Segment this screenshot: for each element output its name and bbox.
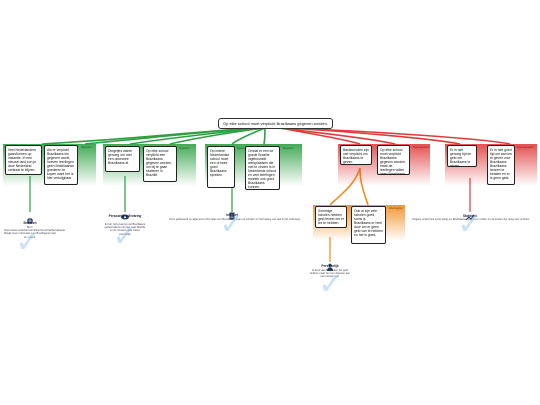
globe-icon[interactable]	[25, 212, 35, 224]
argument-text: Ook al zijn vele scholen goed, soms is B…	[354, 208, 383, 238]
pro-argument-node[interactable]: Als er verplicht Braziliaans les gegeven…	[44, 145, 78, 185]
argument-text: Dingetjes waren genoeg om met een doorsn…	[108, 148, 133, 165]
source-note: Volgens onderzoek is het lastig om Brazi…	[412, 218, 530, 221]
argument-text: Op elke school verplicht een Braziliaans…	[146, 148, 173, 178]
pro-argument-node[interactable]: Dingetjes waren genoeg om met een doorsn…	[105, 146, 140, 172]
rebuttal-node[interactable]: Ook al zijn vele scholen goed, soms is B…	[351, 206, 386, 244]
argument-text: Als er verplicht Braziliaans les gegeven…	[47, 147, 74, 181]
document-icon[interactable]	[228, 207, 236, 220]
central-claim[interactable]: Op elke school moet verplicht Braziliaan…	[218, 118, 333, 129]
eye-icon[interactable]	[120, 208, 130, 220]
argument-tab: Argument	[237, 147, 248, 150]
argument-text: Op elke school moet verplicht Braziliaan…	[380, 147, 407, 175]
pro-argument-node[interactable]: Op elke school verplicht een Braziliaans…	[143, 146, 177, 182]
pro-argument-node[interactable]: Omdat er een lot goede Brazilie ingebouw…	[245, 146, 280, 190]
source-note: Ik denk dat de scholen het geld hebben m…	[309, 269, 351, 279]
con-argument-node[interactable]: Basisscholen zijn niet verplicht om Braz…	[340, 145, 372, 165]
central-claim-text: Op elke school moet verplicht Braziliaan…	[223, 121, 328, 126]
chart-icon[interactable]	[465, 208, 475, 221]
source-label: Statistiek	[462, 214, 478, 218]
argument-tab: Weerlegging	[389, 207, 403, 210]
pro-argument-node[interactable]: Op iedere Nederlandse school moet een of…	[207, 146, 235, 188]
checkmark-watermark-icon: ✓	[112, 220, 138, 253]
argument-text: Veel Nederlanders gaan/komen op vakantie…	[8, 147, 37, 172]
con-argument-node[interactable]: Op elke school moet verplicht Braziliaan…	[377, 145, 410, 175]
source-note: Bron: https://www.nederland.nl/nl/toeris…	[4, 226, 65, 239]
argument-text: Er is niet goed tijd om aan les te geven…	[490, 147, 512, 181]
source-note: Ik heb zelf ervaring met Braziliaans geh…	[104, 223, 146, 236]
person-icon[interactable]	[326, 258, 334, 271]
con-connector	[279, 127, 396, 145]
checkmark-watermark-icon: ✓	[219, 208, 245, 241]
checkmark-watermark-icon: ✓	[15, 226, 41, 259]
source-label: Bronnen	[23, 221, 37, 225]
source-note: Dit is gebaseerd op algemene informatie …	[169, 218, 301, 221]
argument-tab: Argument	[81, 146, 92, 149]
source-label: Persoonlijk	[321, 264, 339, 268]
argument-text: Op iedere Nederlandse school moet een of…	[210, 148, 230, 178]
argument-tab: Argument	[283, 147, 294, 150]
argument-tab: Argument	[179, 147, 190, 150]
argument-text: Er is niet genoeg tijd en geld om Brazil…	[450, 147, 472, 167]
argument-text: Basisscholen zijn niet verplicht om Braz…	[343, 147, 370, 164]
argument-text: Sommige scholen hebben geld teveel om er…	[318, 208, 345, 225]
con-connector	[279, 127, 511, 145]
pro-argument-node[interactable]: Veel Nederlanders gaan/komen op vakantie…	[5, 145, 42, 175]
argument-tab: Tegenargument	[413, 146, 430, 149]
argument-text: Omdat er een lot goede Brazilie ingebouw…	[248, 148, 277, 190]
source-label: Internet	[226, 213, 238, 217]
rebuttal-node[interactable]: Sommige scholen hebben geld teveel om er…	[315, 206, 347, 228]
argument-tab: Tegenargument	[517, 146, 534, 149]
checkmark-watermark-icon: ✓	[318, 268, 344, 301]
pro-connector	[231, 127, 266, 145]
source-label: Persoonlijke Ervaring	[108, 214, 142, 218]
checkmark-watermark-icon: ✓	[457, 208, 483, 241]
pro-connector	[263, 127, 266, 145]
con-argument-node[interactable]: Er is niet genoeg tijd en geld om Brazil…	[447, 145, 477, 167]
con-argument-node[interactable]: Er is niet goed tijd om aan les te geven…	[487, 145, 515, 185]
